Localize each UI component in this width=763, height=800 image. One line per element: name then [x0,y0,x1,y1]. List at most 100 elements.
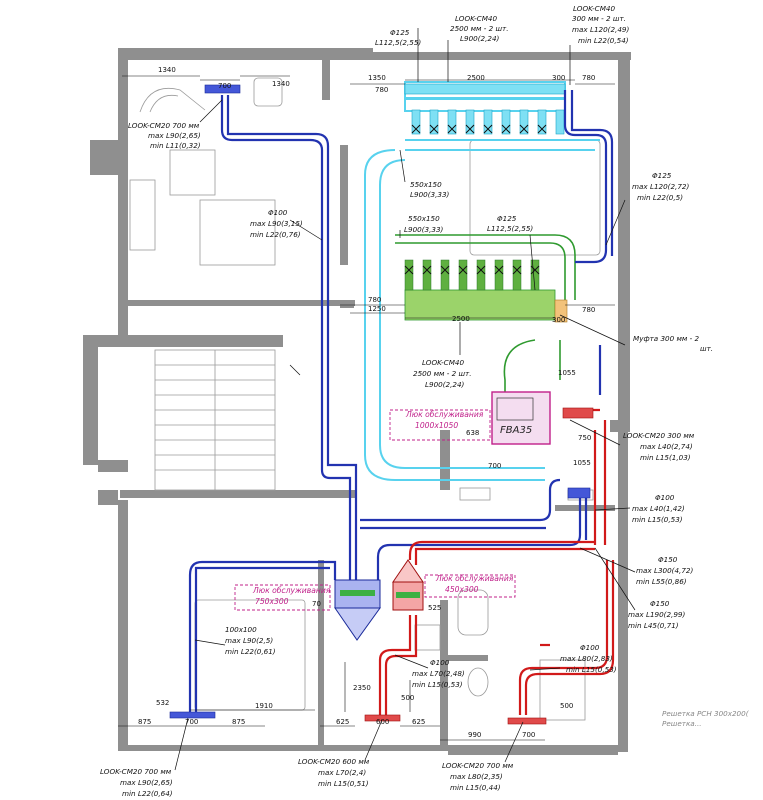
label-duct550a-2: L900(3,33) [410,190,450,199]
dim-2500b: 2500 [452,315,470,323]
label-right-phi150a-1: Φ150 [658,555,678,564]
label-right-phi150b-1: Φ150 [650,599,670,608]
label-left-phi100-2: max L90(3,15) [250,219,303,228]
label-mid-center-1: LOOK-CM40 [422,358,464,367]
label-bottom-mid-2: max L70(2,4) [318,768,366,777]
label-right-phi150a-2: max L300(4,72) [636,566,693,575]
label-top-center-3: L900(2,24) [460,34,500,43]
label-right-phi150b-3: min L45(0,71) [628,621,679,630]
label-top-center-2: 2500 мм - 2 шт. [450,24,509,33]
dim-1350: 1350 [368,74,386,82]
label-bottom-mid-1: LOOK-CM20 600 мм [298,757,370,766]
label-top-right-4: min L22(0,54) [578,36,629,45]
furniture-outlines [129,77,601,721]
label-zone2-2: 750x300 [255,597,289,606]
green-ducts [395,234,576,392]
dim-500a: 500 [401,694,414,702]
dim-780b: 780 [582,74,595,82]
dim-525: 525 [428,604,441,612]
dim-1340a: 1340 [158,66,176,74]
label-small-duct-3: min L22(0,61) [225,647,276,656]
label-duct550b-2: L900(3,33) [404,225,444,234]
label-right-phi125-2: max L120(2,72) [632,182,689,191]
label-right-phi125-1: Φ125 [652,171,672,180]
label-bottom-right-1: LOOK-CM20 700 мм [442,761,514,770]
label-top-right-3: max L120(2,49) [572,25,629,34]
dim-625a: 625 [336,718,349,726]
dim-1055b: 1055 [558,369,576,377]
service-zones [234,409,516,611]
label-mid-center-3: L900(2,24) [425,380,465,389]
label-zone1-2: 1000x1050 [415,421,458,430]
dim-1250: 1250 [368,305,386,313]
label-duct550a-1: 550x150 [410,180,442,189]
label-bottom-phi100-3: min L15(0,53) [412,680,463,689]
dim-990: 990 [468,731,481,739]
label-mid-phi125-1: Φ125 [497,214,517,223]
label-zone2-1: Люк обслуживания [252,586,331,595]
top-grille-crosses [411,124,547,134]
label-duct550b-1: 550x150 [408,214,440,223]
label-note-1: Решетка РСН 300x200( [662,709,750,718]
label-bottom-phi100b-3: min L15(0,53) [566,665,617,674]
label-bottom-left-3: min L22(0,64) [122,789,173,798]
dim-70: 70 [312,600,321,608]
dim-600: 600 [376,718,389,726]
label-mufta-2: шт. [700,344,713,353]
dim-500b: 500 [560,702,573,710]
mid-grille-crosses [404,265,540,275]
label-right-phi100-3: min L15(0,53) [632,515,683,524]
label-top-center-1: LOOK-CM40 [455,14,497,23]
label-right-phi150a-3: min L55(0,86) [636,577,687,586]
label-zone1-1: Люк обслуживания [405,410,484,419]
dim-700b: 700 [488,462,501,470]
label-right-cm20-3: min L15(1,03) [640,453,691,462]
label-bottom-phi100-1: Φ100 [430,658,450,667]
red-return-ducts [378,408,615,715]
dim-300a: 300 [552,74,565,82]
leader-lines [174,28,636,771]
blue-supply-ducts [188,90,614,712]
cyan-ducts [364,81,600,481]
dim-532: 532 [156,699,169,707]
fba-label: FBA35 [500,425,532,436]
label-top-left-3: min L11(0,32) [150,141,201,150]
label-left-phi100-1: Φ100 [268,208,288,217]
dim-638: 638 [466,429,479,437]
red-plenum [392,559,424,611]
dim-700a: 700 [218,82,231,90]
label-mid-phi125-2: L112,5(2,55) [487,224,533,233]
dim-1055a: 1055 [573,459,591,467]
bottom-grilles [169,84,594,725]
label-bottom-phi100b-1: Φ100 [580,643,600,652]
label-zone3-1: Люк обслуживания [435,574,514,583]
dimension-lines [118,75,615,741]
dim-700d: 700 [522,731,535,739]
label-left-phi100-3: min L22(0,76) [250,230,301,239]
label-right-cm20-1: LOOK-CM20 300 мм [623,431,695,440]
dim-875a: 875 [138,718,151,726]
label-bottom-mid-3: min L15(0,51) [318,779,369,788]
dim-300b: 300 [552,316,565,324]
label-mufta-1: Муфта 300 мм - 2 [633,334,699,343]
dim-1340b: 1340 [272,80,290,88]
dim-625b: 625 [412,718,425,726]
fba35-unit: FBA35 [491,391,551,445]
dim-780d: 780 [582,306,595,314]
dim-2500a: 2500 [467,74,485,82]
dim-1910: 1910 [255,702,273,710]
label-small-duct-2: max L90(2,5) [225,636,273,645]
labels: LOOK-CM40 2500 мм - 2 шт. L900(2,24) Φ12… [100,4,750,798]
label-note-2: Решетка... [662,719,702,728]
label-top-phi125-1: Φ125 [390,28,410,37]
label-mid-center-2: 2500 мм - 2 шт. [413,369,472,378]
label-bottom-right-3: min L15(0,44) [450,783,501,792]
label-right-cm20-2: max L40(2,74) [640,442,693,451]
top-grille-cm40 [404,83,566,135]
label-right-phi100-1: Φ100 [655,493,675,502]
dim-700c: 700 [185,718,198,726]
blue-plenum [334,579,381,641]
label-small-duct-1: 100x100 [225,625,257,634]
dimension-texts: 1340 700 1340 1350 780 2500 300 780 780 … [138,66,595,739]
label-right-phi150b-2: max L190(2,99) [628,610,685,619]
